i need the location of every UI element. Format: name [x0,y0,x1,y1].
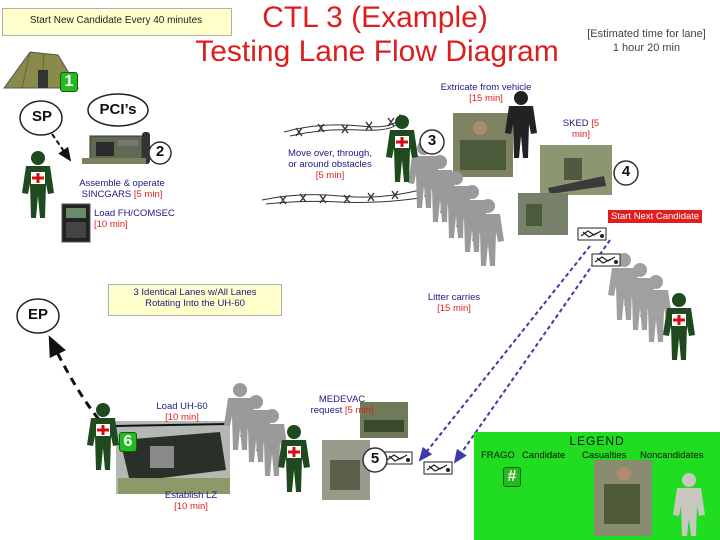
load-uh60-line1: Load UH-60 [156,401,208,412]
medevac-line2: request [310,405,343,416]
establish-line1: Establish LZ [164,490,218,501]
assemble-line2: SINCGARS [81,189,132,200]
load-fh-line2: [10 min] [94,219,128,230]
legend-frago: FRAGO [481,450,515,461]
assemble-line1: Assemble & operate [79,178,165,189]
step-3-badge: 3 [427,132,437,149]
move-line3: [5 min] [315,170,345,181]
start-next-candidate-badge: Start Next Candidate [608,210,703,223]
helicopter-photo [115,421,230,494]
identical-lanes-box: 3 Identical Lanes w/All Lanes Rotating I… [108,284,282,316]
litter-path-2 [453,239,611,464]
litter-line2: [15 min] [437,303,471,314]
ep-circle [16,298,60,334]
sp-circle [19,100,63,136]
legend-noncandidates: Noncandidates [640,450,704,461]
sked-time1: [5 [591,118,600,129]
load-fh-line1: Load FH/COMSEC [94,208,175,219]
extricate-line2: [15 min] [469,93,503,104]
extricate-label: Extricate from vehicle [15 min] [428,82,544,104]
load-fh-label: Load FH/COMSEC [10 min] [94,208,175,230]
identical-line1: 3 Identical Lanes w/All Lanes [133,287,257,298]
legend-noncandidate-figure [673,473,705,536]
candidate-uh60 [87,403,119,470]
litter-photo [518,193,568,235]
legend-title: LEGEND [569,434,625,448]
litter-line1: Litter carries [427,292,481,303]
ep-label: EP [27,306,48,323]
title-line-1: CTL 3 (Example) [262,1,488,34]
sked-line2: min] [572,129,590,140]
medevac-line1: MEDEVAC [318,394,366,405]
move-line1: Move over, through, [288,148,372,159]
step-6-badge: 6 [119,432,137,452]
sp-label: SP [31,108,52,125]
step-4-badge: 4 [621,163,631,180]
litter-path-1 [418,245,591,462]
title-line-2: Testing Lane Flow Diagram [195,35,559,68]
step-1-badge: 1 [60,72,78,92]
step-5-badge: 5 [370,450,380,467]
medevac-label: MEDEVAC request [5 min] [296,394,388,416]
establish-lz-label: Establish LZ [10 min] [156,490,226,512]
candidate-sp [22,151,54,218]
sked-line1: SKED [562,118,589,129]
radio-icon [82,132,150,164]
estimate-line-1: [Estimated time for lane] [587,28,706,40]
noncandidate-group-lower [224,383,288,476]
legend-step-symbol: # [503,467,521,487]
load-uh60-line2: [10 min] [165,412,199,423]
legend-candidate: Candidate [522,450,566,461]
start-banner [2,8,232,36]
handheld-radio-icon [61,203,91,243]
identical-line2: Rotating Into the UH-60 [145,298,245,309]
estimate-line-2: 1 hour 20 min [612,42,681,54]
medevac-time: [5 min] [344,405,374,416]
casualty-photo [322,440,370,500]
move-label: Move over, through, or around obstacles … [276,148,384,181]
medevac-photo [360,402,408,438]
pcis-circle [87,93,149,127]
sked-photo [540,145,612,195]
legend-casualty-photo [594,460,652,536]
litter-label: Litter carries [15 min] [416,292,492,314]
pcis-label: PCI’s [99,101,137,118]
legend-casualties: Casualties [582,450,627,461]
tent-icon [3,51,79,89]
ep-arrow [48,335,110,432]
sp-arrow [51,133,72,162]
start-banner-text: Start New Candidate Every 40 minutes [29,15,203,26]
step-2-badge: 2 [155,143,165,160]
assemble-label: Assemble & operate SINCGARS [5 min] [72,178,172,200]
sked-label: SKED [5 min] [556,118,606,140]
move-line2: or around obstacles [288,159,372,170]
establish-line2: [10 min] [174,501,208,512]
assemble-time: [5 min] [133,189,163,200]
legend-figures [594,460,705,536]
extricate-line1: Extricate from vehicle [440,82,532,93]
load-uh60-label: Load UH-60 [10 min] [150,401,214,423]
extrication-photo [453,113,513,177]
